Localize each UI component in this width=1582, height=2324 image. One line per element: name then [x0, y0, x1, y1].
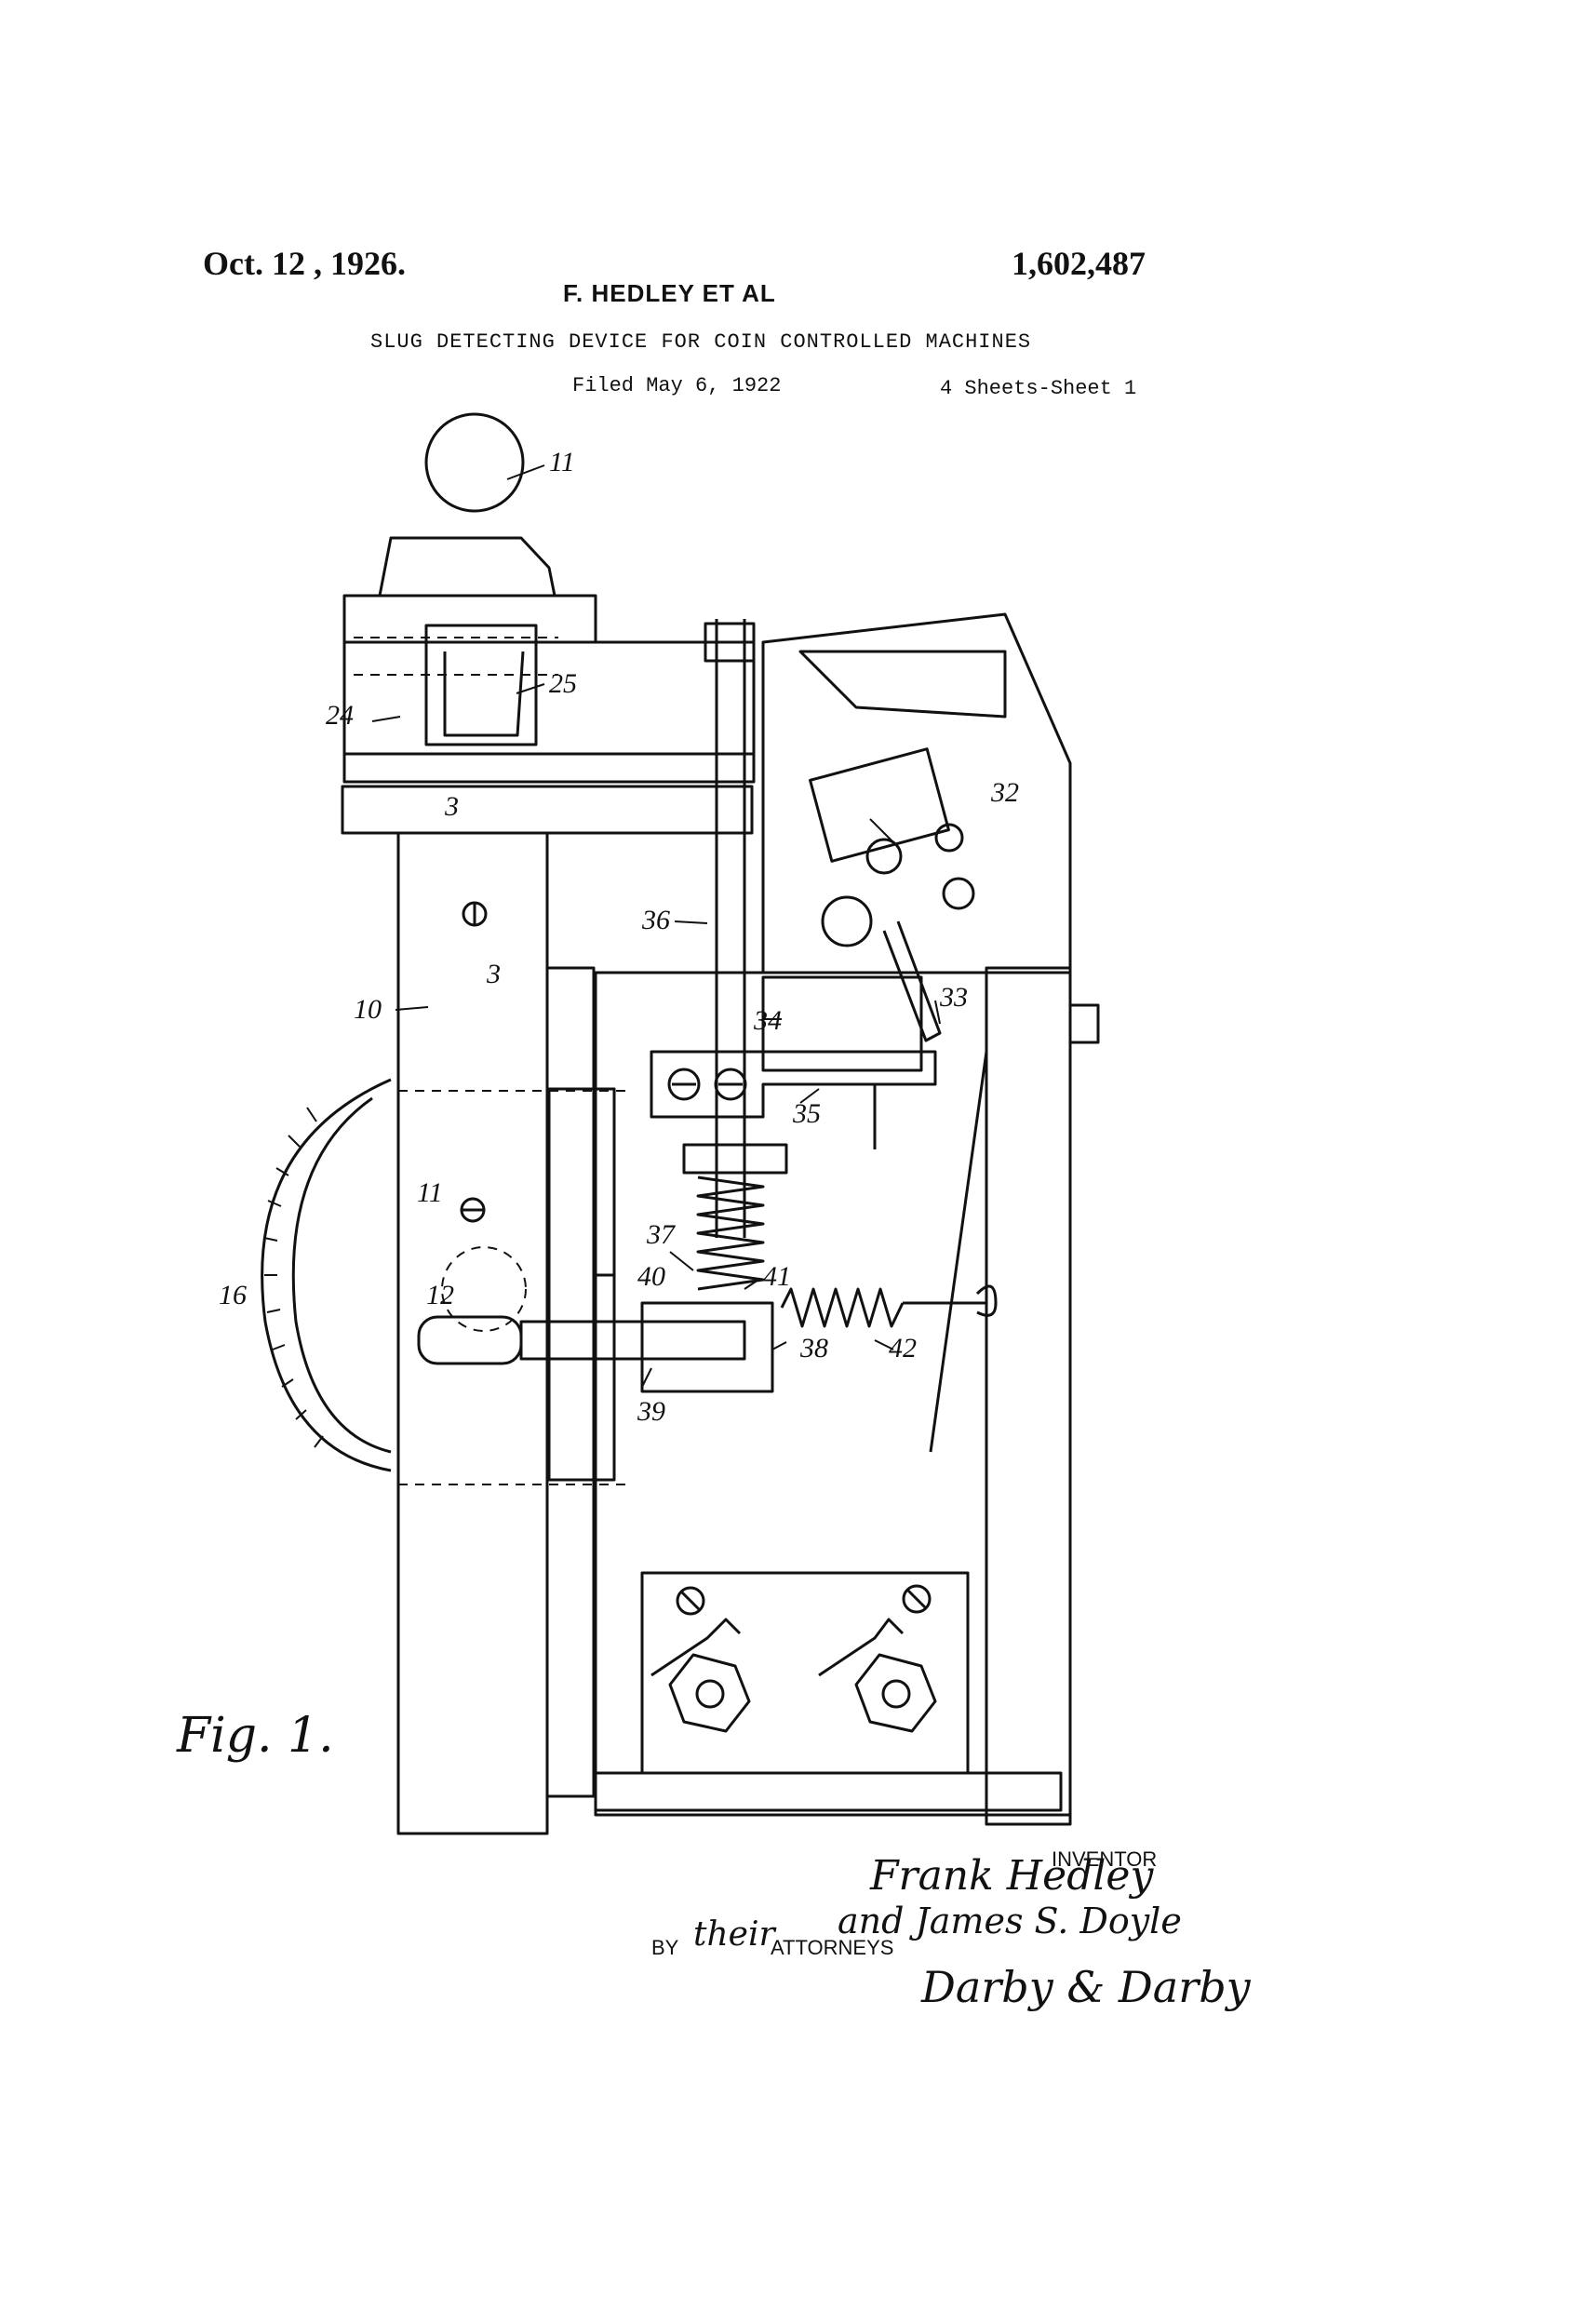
ref-11-lower: 11	[417, 1177, 443, 1208]
chute-insert	[424, 624, 538, 746]
right-post	[985, 966, 1072, 1826]
bracket-arm	[650, 1050, 937, 1119]
patent-number: 1,602,487	[1012, 245, 1146, 282]
inventor-signature-1: Frank Hedley	[870, 1852, 1154, 1900]
upper-block	[342, 640, 756, 784]
base-plate	[341, 785, 754, 835]
wheel	[261, 1078, 392, 1472]
ref-32: 32	[991, 777, 1019, 808]
bottom-plate	[594, 1771, 1063, 1812]
ref-40: 40	[637, 1261, 665, 1292]
inner-column	[545, 966, 596, 1798]
ref-34: 34	[754, 1005, 782, 1036]
their-handwritten: their	[693, 1915, 775, 1954]
ref-33: 33	[940, 982, 968, 1013]
patent-title: SLUG DETECTING DEVICE FOR COIN CONTROLLE…	[370, 330, 1032, 354]
tension-spring	[780, 1287, 905, 1328]
pivot-32	[865, 838, 903, 875]
ref-35: 35	[793, 1098, 821, 1129]
coin-chute-top	[378, 536, 556, 597]
ref-12: 12	[426, 1280, 454, 1310]
lever-bar	[519, 1320, 746, 1361]
sheet-count: 4 Sheets-Sheet 1	[940, 377, 1137, 400]
attorneys-caption: ATTORNEYS	[771, 1936, 894, 1959]
main-column	[396, 831, 549, 1835]
ref-3-column: 3	[487, 959, 501, 989]
filing-date: Filed May 6, 1922	[572, 374, 782, 397]
ref-39: 39	[637, 1396, 665, 1427]
contact-right-hex	[854, 1653, 937, 1733]
ref-36: 36	[642, 905, 670, 935]
ref-24: 24	[326, 700, 354, 731]
rod-nut	[704, 622, 756, 663]
ref-37: 37	[647, 1219, 675, 1250]
lever-block	[640, 1301, 774, 1393]
inventors-heading: F. HEDLEY ET AL	[563, 279, 776, 307]
ref-10: 10	[354, 994, 382, 1025]
figure-label: Fig. 1.	[177, 1708, 334, 1764]
ref-42: 42	[889, 1333, 917, 1364]
ref-16: 16	[219, 1280, 247, 1310]
compression-spring	[696, 1175, 765, 1291]
ref-38: 38	[800, 1333, 828, 1364]
contact-right-screw	[902, 1584, 932, 1614]
contact-left-hex	[668, 1653, 751, 1733]
coin	[424, 412, 525, 513]
trip-finger	[882, 920, 942, 1042]
pivot-block	[809, 747, 950, 863]
upper-right-housing	[761, 612, 1072, 974]
ref-25: 25	[549, 668, 577, 699]
attorneys-signature: Darby & Darby	[921, 1962, 1251, 2012]
contact-left-screw	[676, 1586, 705, 1616]
ref-3-plate: 3	[445, 791, 459, 822]
ref-41: 41	[763, 1261, 791, 1292]
patent-date: Oct. 12 , 1926.	[203, 245, 406, 282]
inventor-signature-2: and James S. Doyle	[838, 1901, 1182, 1941]
ref-11-coin: 11	[549, 447, 575, 477]
right-frame	[594, 971, 1072, 1817]
latch-lever	[798, 650, 1007, 719]
spring-collar	[682, 1143, 788, 1175]
inventor-caption: INVENTOR	[1052, 1847, 1158, 1871]
top-plate	[342, 594, 597, 644]
by-caption: BY	[651, 1936, 679, 1959]
bracket-block	[761, 975, 923, 1072]
mid-housing	[547, 1087, 616, 1482]
